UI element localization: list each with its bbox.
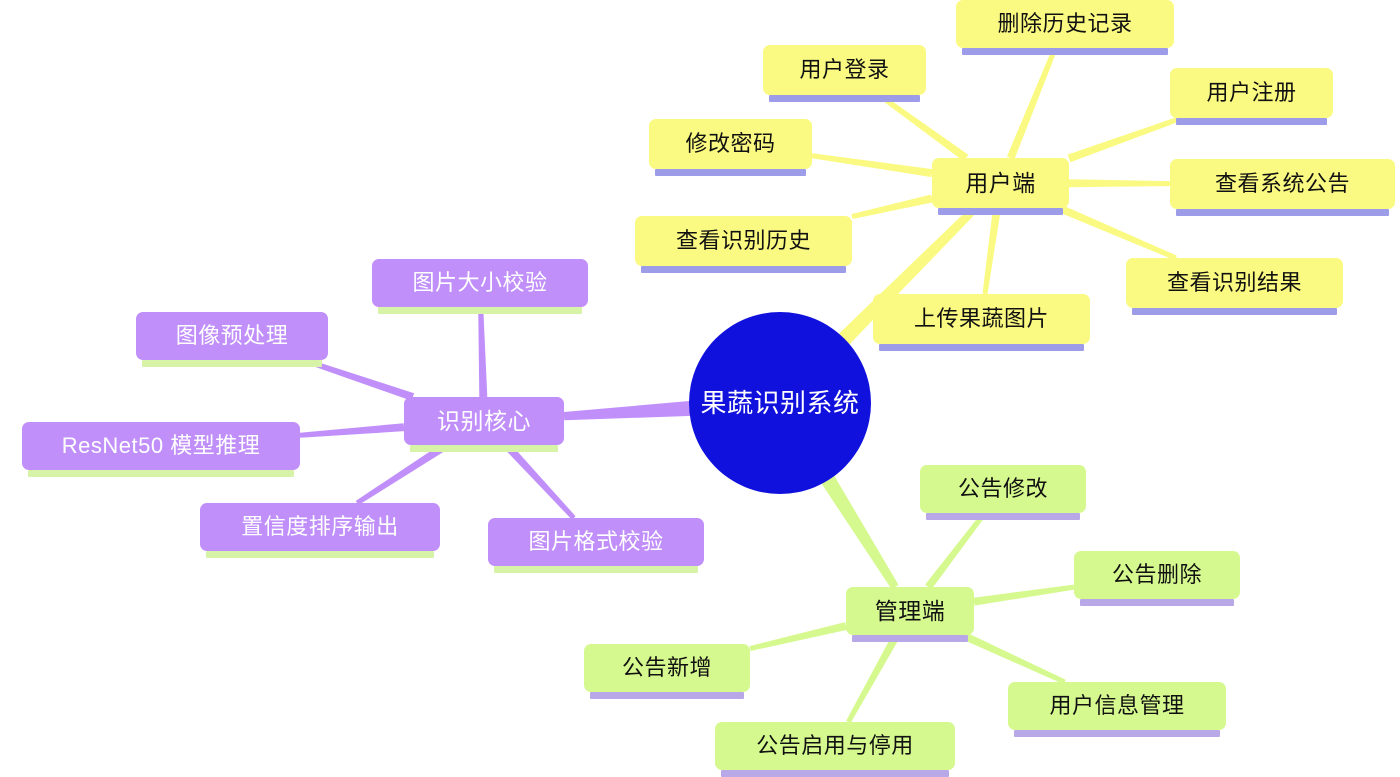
leaf-node-upload-image[interactable]: 上传果蔬图片: [873, 294, 1090, 351]
leaf-node-user-info-manage[interactable]: 用户信息管理: [1008, 682, 1226, 737]
hub-node-core-hub-accent-bar: [410, 445, 558, 452]
leaf-node-confidence-sort[interactable]: 置信度排序输出: [200, 503, 440, 558]
hub-node-admin-hub-label: 管理端: [874, 597, 946, 624]
leaf-node-notice-toggle-accent-bar: [721, 770, 949, 777]
leaf-node-delete-history-label: 删除历史记录: [997, 11, 1133, 36]
leaf-node-user-login-label: 用户登录: [799, 57, 890, 82]
edge-admin-hub-to-notice-delete: [973, 584, 1075, 606]
leaf-node-view-notice[interactable]: 查看系统公告: [1170, 159, 1395, 216]
edge-user-hub-to-view-result: [1057, 204, 1177, 261]
leaf-node-view-result[interactable]: 查看识别结果: [1126, 258, 1343, 315]
leaf-node-confidence-sort-accent-bar: [206, 551, 434, 558]
hub-node-user-hub-label: 用户端: [965, 169, 1036, 196]
edge-root-to-core-hub: [563, 400, 692, 421]
leaf-node-notice-toggle[interactable]: 公告启用与停用: [715, 722, 955, 777]
leaf-node-image-size-check[interactable]: 图片大小校验: [372, 259, 588, 314]
leaf-node-delete-history-accent-bar: [962, 48, 1168, 55]
leaf-node-image-preprocess-accent-bar: [142, 360, 322, 367]
leaf-node-image-preprocess-label: 图像预处理: [175, 323, 289, 348]
edge-user-hub-to-delete-history: [1006, 47, 1058, 160]
leaf-node-user-register-label: 用户注册: [1206, 80, 1297, 105]
leaf-node-change-password[interactable]: 修改密码: [649, 119, 812, 176]
leaf-node-user-register-accent-bar: [1176, 118, 1327, 125]
leaf-node-notice-add-accent-bar: [590, 692, 744, 699]
leaf-node-notice-delete-label: 公告删除: [1111, 562, 1202, 587]
hub-node-core-hub-label: 识别核心: [437, 407, 531, 434]
leaf-node-notice-edit-label: 公告修改: [957, 476, 1048, 501]
leaf-node-view-history[interactable]: 查看识别历史: [635, 216, 852, 273]
leaf-node-image-format-check[interactable]: 图片格式校验: [488, 518, 704, 573]
leaf-node-change-password-accent-bar: [655, 169, 806, 176]
leaf-node-image-preprocess[interactable]: 图像预处理: [136, 312, 328, 367]
leaf-node-view-history-label: 查看识别历史: [675, 228, 811, 253]
leaf-node-notice-edit-accent-bar: [926, 513, 1080, 520]
leaf-node-confidence-sort-label: 置信度排序输出: [241, 514, 399, 539]
leaf-node-user-register[interactable]: 用户注册: [1170, 68, 1333, 125]
leaf-node-view-result-label: 查看识别结果: [1166, 270, 1302, 295]
leaf-node-notice-toggle-label: 公告启用与停用: [756, 733, 914, 758]
edge-core-hub-to-resnet50-inference: [299, 423, 405, 438]
leaf-node-view-notice-label: 查看系统公告: [1214, 171, 1350, 196]
leaf-node-image-format-check-label: 图片格式校验: [528, 529, 664, 554]
edge-admin-hub-to-notice-toggle: [846, 633, 901, 724]
leaf-node-view-notice-accent-bar: [1176, 209, 1389, 216]
leaf-node-user-info-manage-label: 用户信息管理: [1049, 693, 1185, 718]
edge-admin-hub-to-notice-edit: [925, 511, 987, 590]
edge-root-to-admin-hub: [820, 474, 899, 590]
leaf-node-notice-delete-accent-bar: [1080, 599, 1234, 606]
hub-node-user-hub[interactable]: 用户端: [932, 158, 1069, 215]
leaf-node-image-size-check-accent-bar: [378, 307, 582, 314]
edge-user-hub-to-change-password: [811, 153, 933, 178]
leaf-node-upload-image-accent-bar: [879, 344, 1084, 351]
hub-node-admin-hub[interactable]: 管理端: [846, 587, 974, 642]
edge-core-hub-to-image-size-check: [478, 306, 488, 398]
leaf-node-resnet50-inference-accent-bar: [28, 470, 294, 477]
leaf-node-view-history-accent-bar: [641, 266, 846, 273]
leaf-node-resnet50-inference[interactable]: ResNet50 模型推理: [22, 422, 300, 477]
leaf-node-notice-edit[interactable]: 公告修改: [920, 465, 1086, 520]
leaf-node-image-format-check-accent-bar: [494, 566, 698, 573]
edge-user-hub-to-view-history: [851, 194, 933, 219]
edge-admin-hub-to-user-info-manage: [960, 631, 1066, 685]
leaf-node-view-result-accent-bar: [1132, 308, 1337, 315]
leaf-node-user-info-manage-accent-bar: [1014, 730, 1220, 737]
leaf-node-delete-history[interactable]: 删除历史记录: [956, 0, 1174, 55]
edge-admin-hub-to-notice-add: [749, 622, 847, 651]
hub-node-admin-hub-accent-bar: [852, 635, 968, 642]
hub-node-core-hub[interactable]: 识别核心: [404, 397, 564, 452]
edge-user-hub-to-upload-image: [982, 207, 1001, 295]
edge-core-hub-to-image-format-check: [503, 442, 576, 520]
edge-user-hub-to-user-login: [877, 92, 969, 162]
leaf-node-image-size-check-label: 图片大小校验: [412, 270, 548, 295]
leaf-node-user-login-accent-bar: [769, 95, 920, 102]
leaf-node-resnet50-inference-label: ResNet50 模型推理: [61, 433, 261, 458]
leaf-node-notice-delete[interactable]: 公告删除: [1074, 551, 1240, 606]
leaf-node-upload-image-label: 上传果蔬图片: [913, 306, 1049, 331]
edge-user-hub-to-view-notice: [1068, 179, 1171, 188]
leaf-node-notice-add[interactable]: 公告新增: [584, 644, 750, 699]
root-node-label: 果蔬识别系统: [700, 388, 860, 418]
root-node[interactable]: 果蔬识别系统: [689, 312, 871, 494]
leaf-node-notice-add-label: 公告新增: [621, 655, 712, 680]
edge-user-hub-to-user-register: [1067, 115, 1183, 163]
leaf-node-user-login[interactable]: 用户登录: [763, 45, 926, 102]
hub-node-user-hub-accent-bar: [938, 208, 1063, 215]
leaf-node-change-password-label: 修改密码: [685, 131, 776, 156]
